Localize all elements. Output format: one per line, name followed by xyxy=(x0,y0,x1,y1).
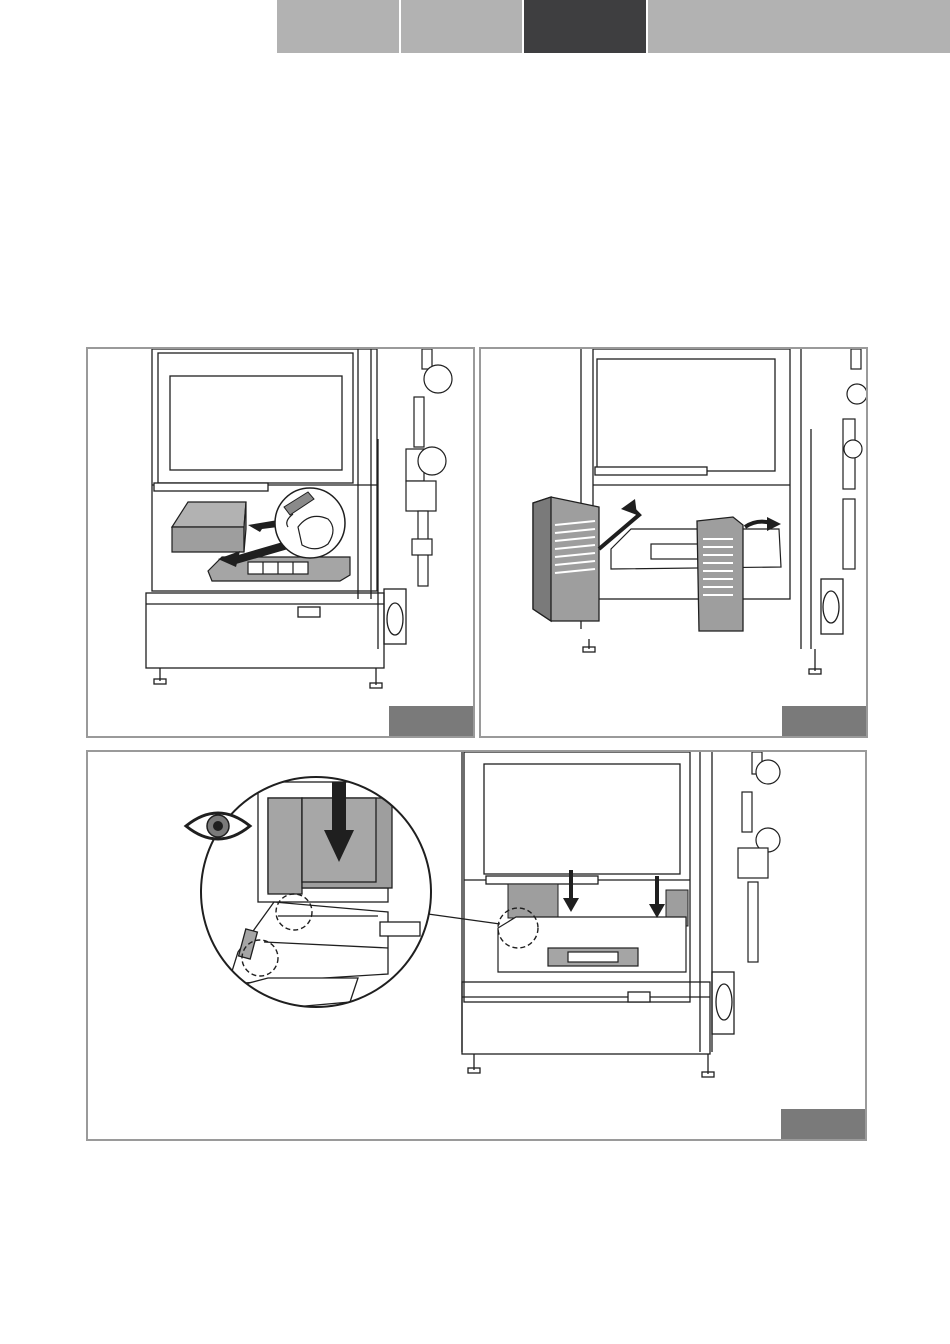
figure-number-label xyxy=(389,706,473,736)
stove-illustration-ash-tray xyxy=(88,349,473,736)
stove-illustration-detail xyxy=(88,752,865,1139)
header-tab-4 xyxy=(648,0,950,53)
hand-icon xyxy=(275,488,345,558)
header-tab-2 xyxy=(401,0,522,53)
header-tab-3-active xyxy=(524,0,646,53)
figure-panel-1 xyxy=(86,347,475,738)
header-tab-1 xyxy=(277,0,399,53)
magnifier-circle-icon xyxy=(201,777,431,1012)
stove-illustration-side-panels xyxy=(481,349,866,736)
figure-number-label xyxy=(782,706,866,736)
figure-panel-3 xyxy=(86,750,867,1141)
figure-panel-2 xyxy=(479,347,868,738)
figure-number-label xyxy=(781,1109,865,1139)
